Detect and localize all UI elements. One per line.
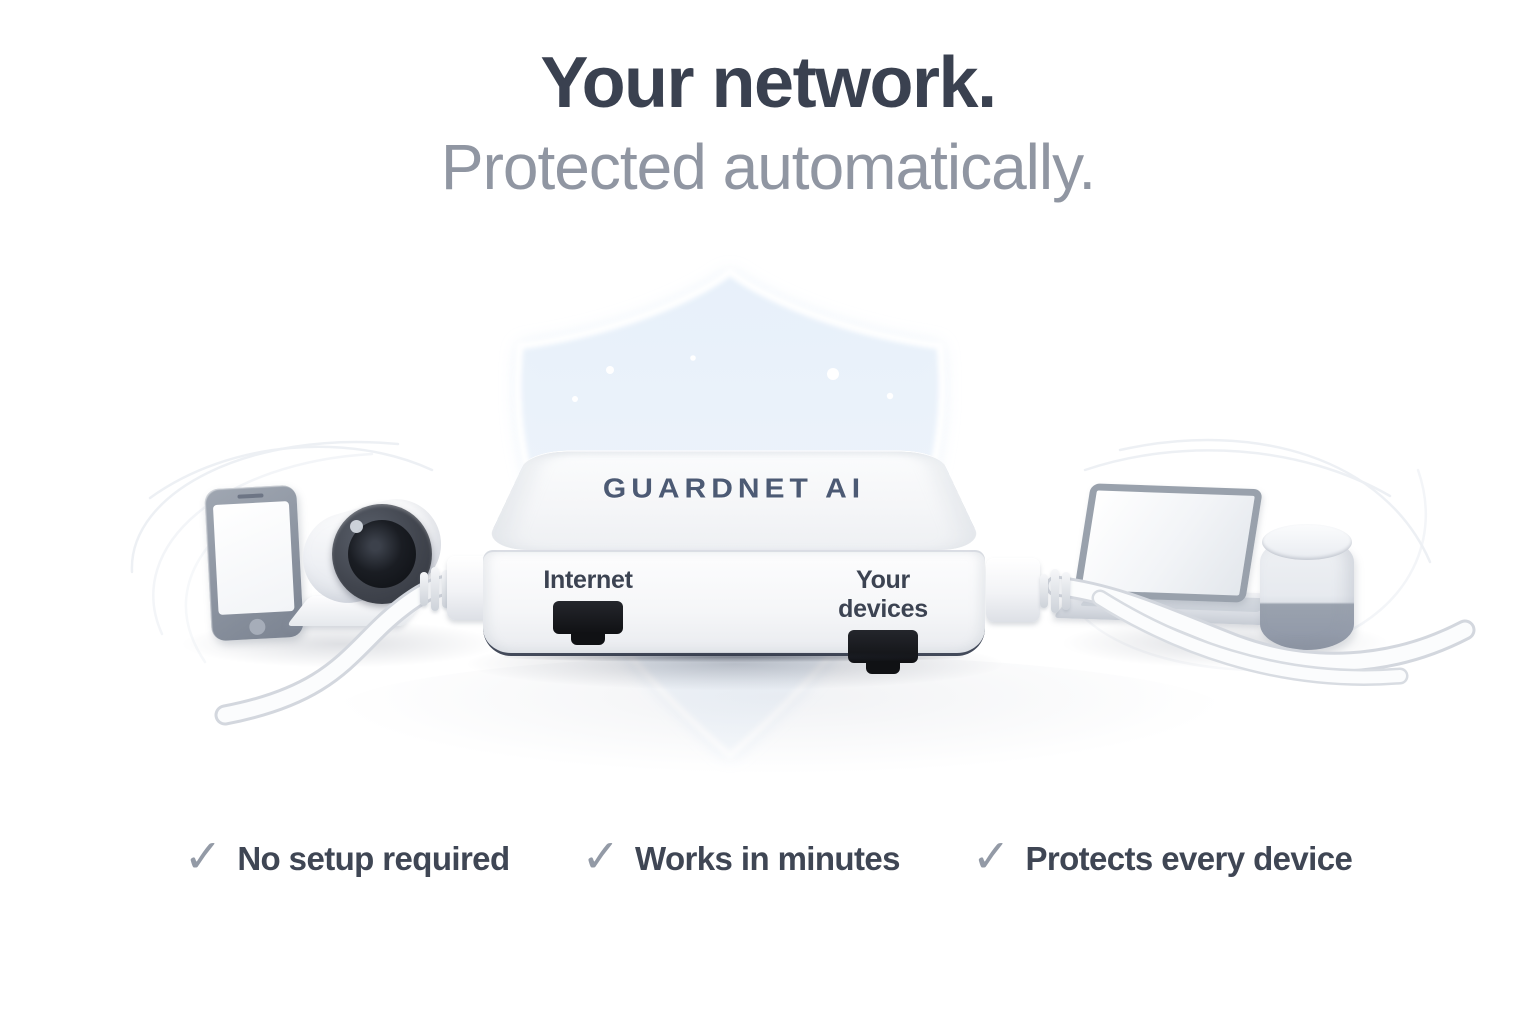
- camera-lens-glint: [350, 520, 363, 533]
- rib: [442, 570, 450, 608]
- internet-port-group: Internet: [518, 566, 658, 634]
- check-icon: ✓: [971, 830, 1011, 882]
- subheadline: Protected automatically.: [440, 130, 1096, 203]
- feature-label: No setup required: [237, 840, 510, 877]
- left-cable-strain-relief: [420, 566, 450, 612]
- speaker-top: [1262, 524, 1352, 560]
- ethernet-port-devices: [848, 630, 918, 663]
- smart-speaker-illustration: [1260, 524, 1354, 650]
- check-icon: ✓: [183, 830, 223, 882]
- features-row: ✓ No setup required ✓ Works in minutes ✓…: [0, 830, 1536, 882]
- shield-sparkles: [572, 355, 894, 402]
- ethernet-port-internet: [553, 601, 623, 634]
- right-ethernet-cable: [1045, 575, 1476, 686]
- rib: [420, 572, 428, 606]
- right-cable-strain-relief: [1040, 568, 1070, 614]
- router-front-face: Internet Your devices: [483, 550, 985, 663]
- feature-label: Protects every device: [1025, 840, 1353, 877]
- guardnet-router: GUARDNET AI Internet Your devices: [483, 430, 985, 663]
- right-cable-plug: [986, 558, 1040, 622]
- feature-item-protects-every-device: ✓ Protects every device: [971, 830, 1353, 882]
- feature-item-works-in-minutes: ✓ Works in minutes: [581, 830, 901, 882]
- floor-shadow-wide: [330, 655, 1230, 775]
- camera-lens-ring: [332, 504, 432, 604]
- left-ethernet-cable: [214, 573, 463, 726]
- devices-port-group: Your devices: [813, 566, 953, 663]
- rib: [1051, 569, 1059, 613]
- rib: [431, 567, 439, 611]
- headline: Your network.: [540, 43, 997, 123]
- check-icon: ✓: [581, 830, 621, 882]
- port-label-internet: Internet: [543, 566, 633, 594]
- security-camera-illustration: [286, 486, 486, 651]
- shield-outline: [514, 267, 946, 761]
- brand-label: GUARDNET AI: [602, 473, 866, 505]
- feature-label: Works in minutes: [635, 840, 900, 877]
- rib: [1040, 574, 1048, 608]
- hero-text: Your network. Protected automatically.: [0, 43, 1536, 203]
- port-label-your-devices: Your devices: [838, 566, 928, 623]
- feature-item-no-setup: ✓ No setup required: [183, 830, 510, 882]
- rib: [1062, 572, 1070, 610]
